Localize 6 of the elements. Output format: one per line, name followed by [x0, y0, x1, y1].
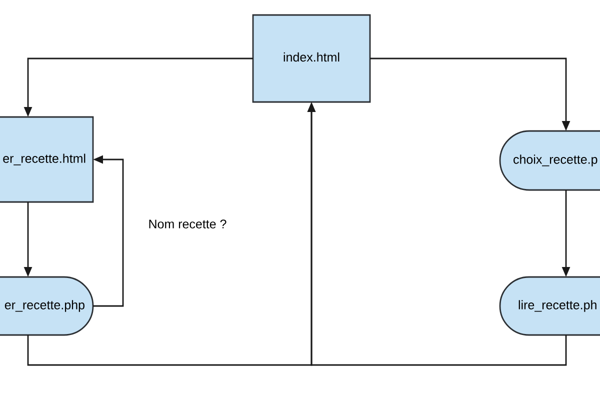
- rounded-box: choix_recette.p: [499, 130, 600, 191]
- rounded-box: er_recette.php: [0, 276, 94, 336]
- process-box: index.html: [252, 14, 371, 103]
- annotation-text: Nom recette ?: [149, 220, 226, 228]
- rounded-box: lire_recette.ph: [499, 276, 600, 336]
- process-box: er_recette.html: [0, 116, 94, 203]
